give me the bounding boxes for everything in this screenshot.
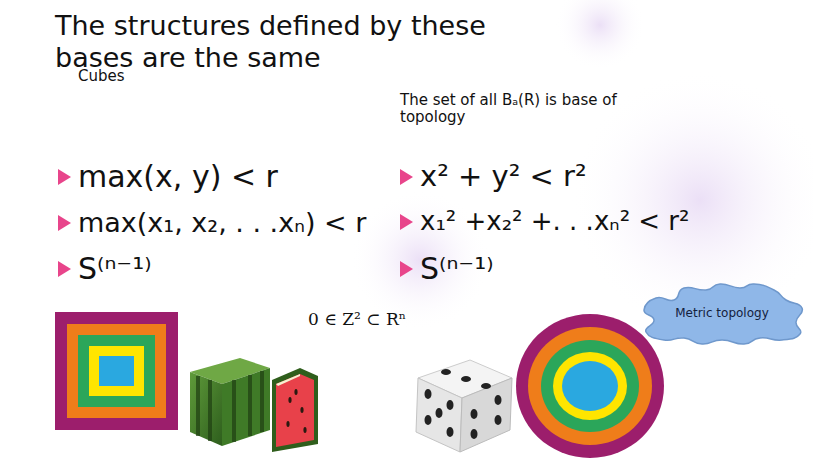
- formula-bullet: x₁² +x₂² +. . .xₙ² < r²: [400, 207, 689, 237]
- formula-bullet: x² + y² < r²: [400, 160, 587, 193]
- cloud-label: Metric topology: [675, 306, 769, 320]
- column-heading: Cubes: [78, 68, 125, 85]
- cloud-path: [644, 284, 803, 344]
- formula-bullet: max(x₁, x₂, . . .xₙ) < r: [58, 207, 366, 238]
- column-heading: The set of all Bₐ(R) is base of topology: [400, 92, 635, 127]
- formula-bullet: max(x, y) < r: [58, 160, 278, 195]
- formula-bullet: S⁽ⁿ⁻¹⁾: [58, 252, 152, 287]
- dice: [416, 360, 512, 452]
- cloud-shape: Metric topology: [636, 280, 808, 346]
- square-watermelon: [186, 358, 318, 452]
- slide-title: The structures defined by these bases ar…: [55, 10, 555, 75]
- nested-squares: [55, 312, 178, 430]
- set-relation: 0 ∈ Z² ⊂ Rⁿ: [308, 310, 406, 330]
- formula-bullet: S⁽ⁿ⁻¹⁾: [400, 252, 494, 287]
- nested-circles: [516, 314, 664, 458]
- background-blobs: [350, 0, 813, 330]
